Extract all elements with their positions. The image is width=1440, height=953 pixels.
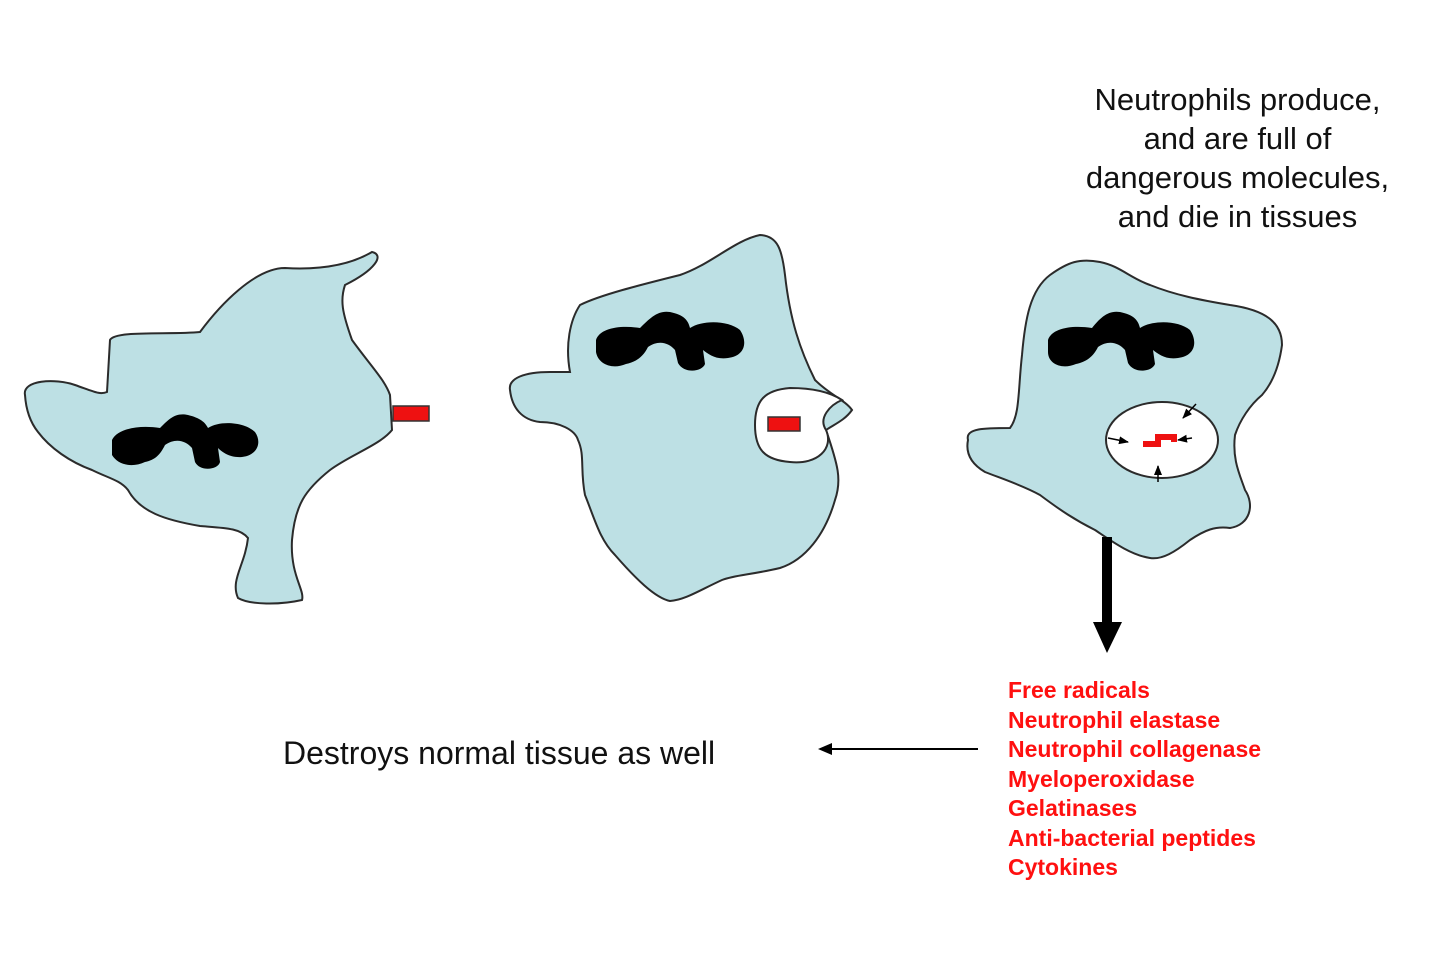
molecule-item: Neutrophil collagenase [1008,736,1262,762]
bacterium-1 [392,405,430,422]
caption-line: and die in tissues [1117,199,1358,234]
nucleus-1 [112,414,259,469]
cell-membrane-3 [966,259,1284,560]
caption-line: Neutrophils produce, [1094,82,1381,117]
molecule-item: Free radicals [1008,677,1150,703]
neutrophil-caption: Neutrophils produce, and are full of dan… [1060,80,1415,236]
consequence-text: Destroys normal tissue as well [283,735,716,771]
molecule-item: Myeloperoxidase [1008,765,1195,792]
release-arrow [1093,537,1122,653]
enzyme-arrow-left [1107,436,1129,445]
caption-line: dangerous molecules, [1085,160,1390,195]
enzyme-arrow-right [1177,434,1193,443]
consequence-arrow [818,743,978,755]
dangerous-molecules-list: Free radicals Neutrophil elastase Neutro… [1008,676,1261,883]
molecule-item: Neutrophil elastase [1008,706,1221,733]
enzyme-arrow-top [1182,403,1197,419]
neutrophil-cell-2 [508,233,854,603]
neutrophil-cell-3 [966,259,1284,560]
bacterium-2 [767,416,801,432]
cell-membrane-2 [508,233,854,603]
digested-bacterium-3 [1143,434,1177,447]
molecule-item: Gelatinases [1008,795,1138,821]
caption-line: and are full of [1143,121,1332,156]
molecule-item: Cytokines [1008,854,1118,880]
neutrophil-cell-1 [23,250,430,605]
nucleus-2 [596,311,745,371]
molecule-item: Anti-bacterial peptides [1008,824,1256,851]
nucleus-3 [1048,311,1195,371]
